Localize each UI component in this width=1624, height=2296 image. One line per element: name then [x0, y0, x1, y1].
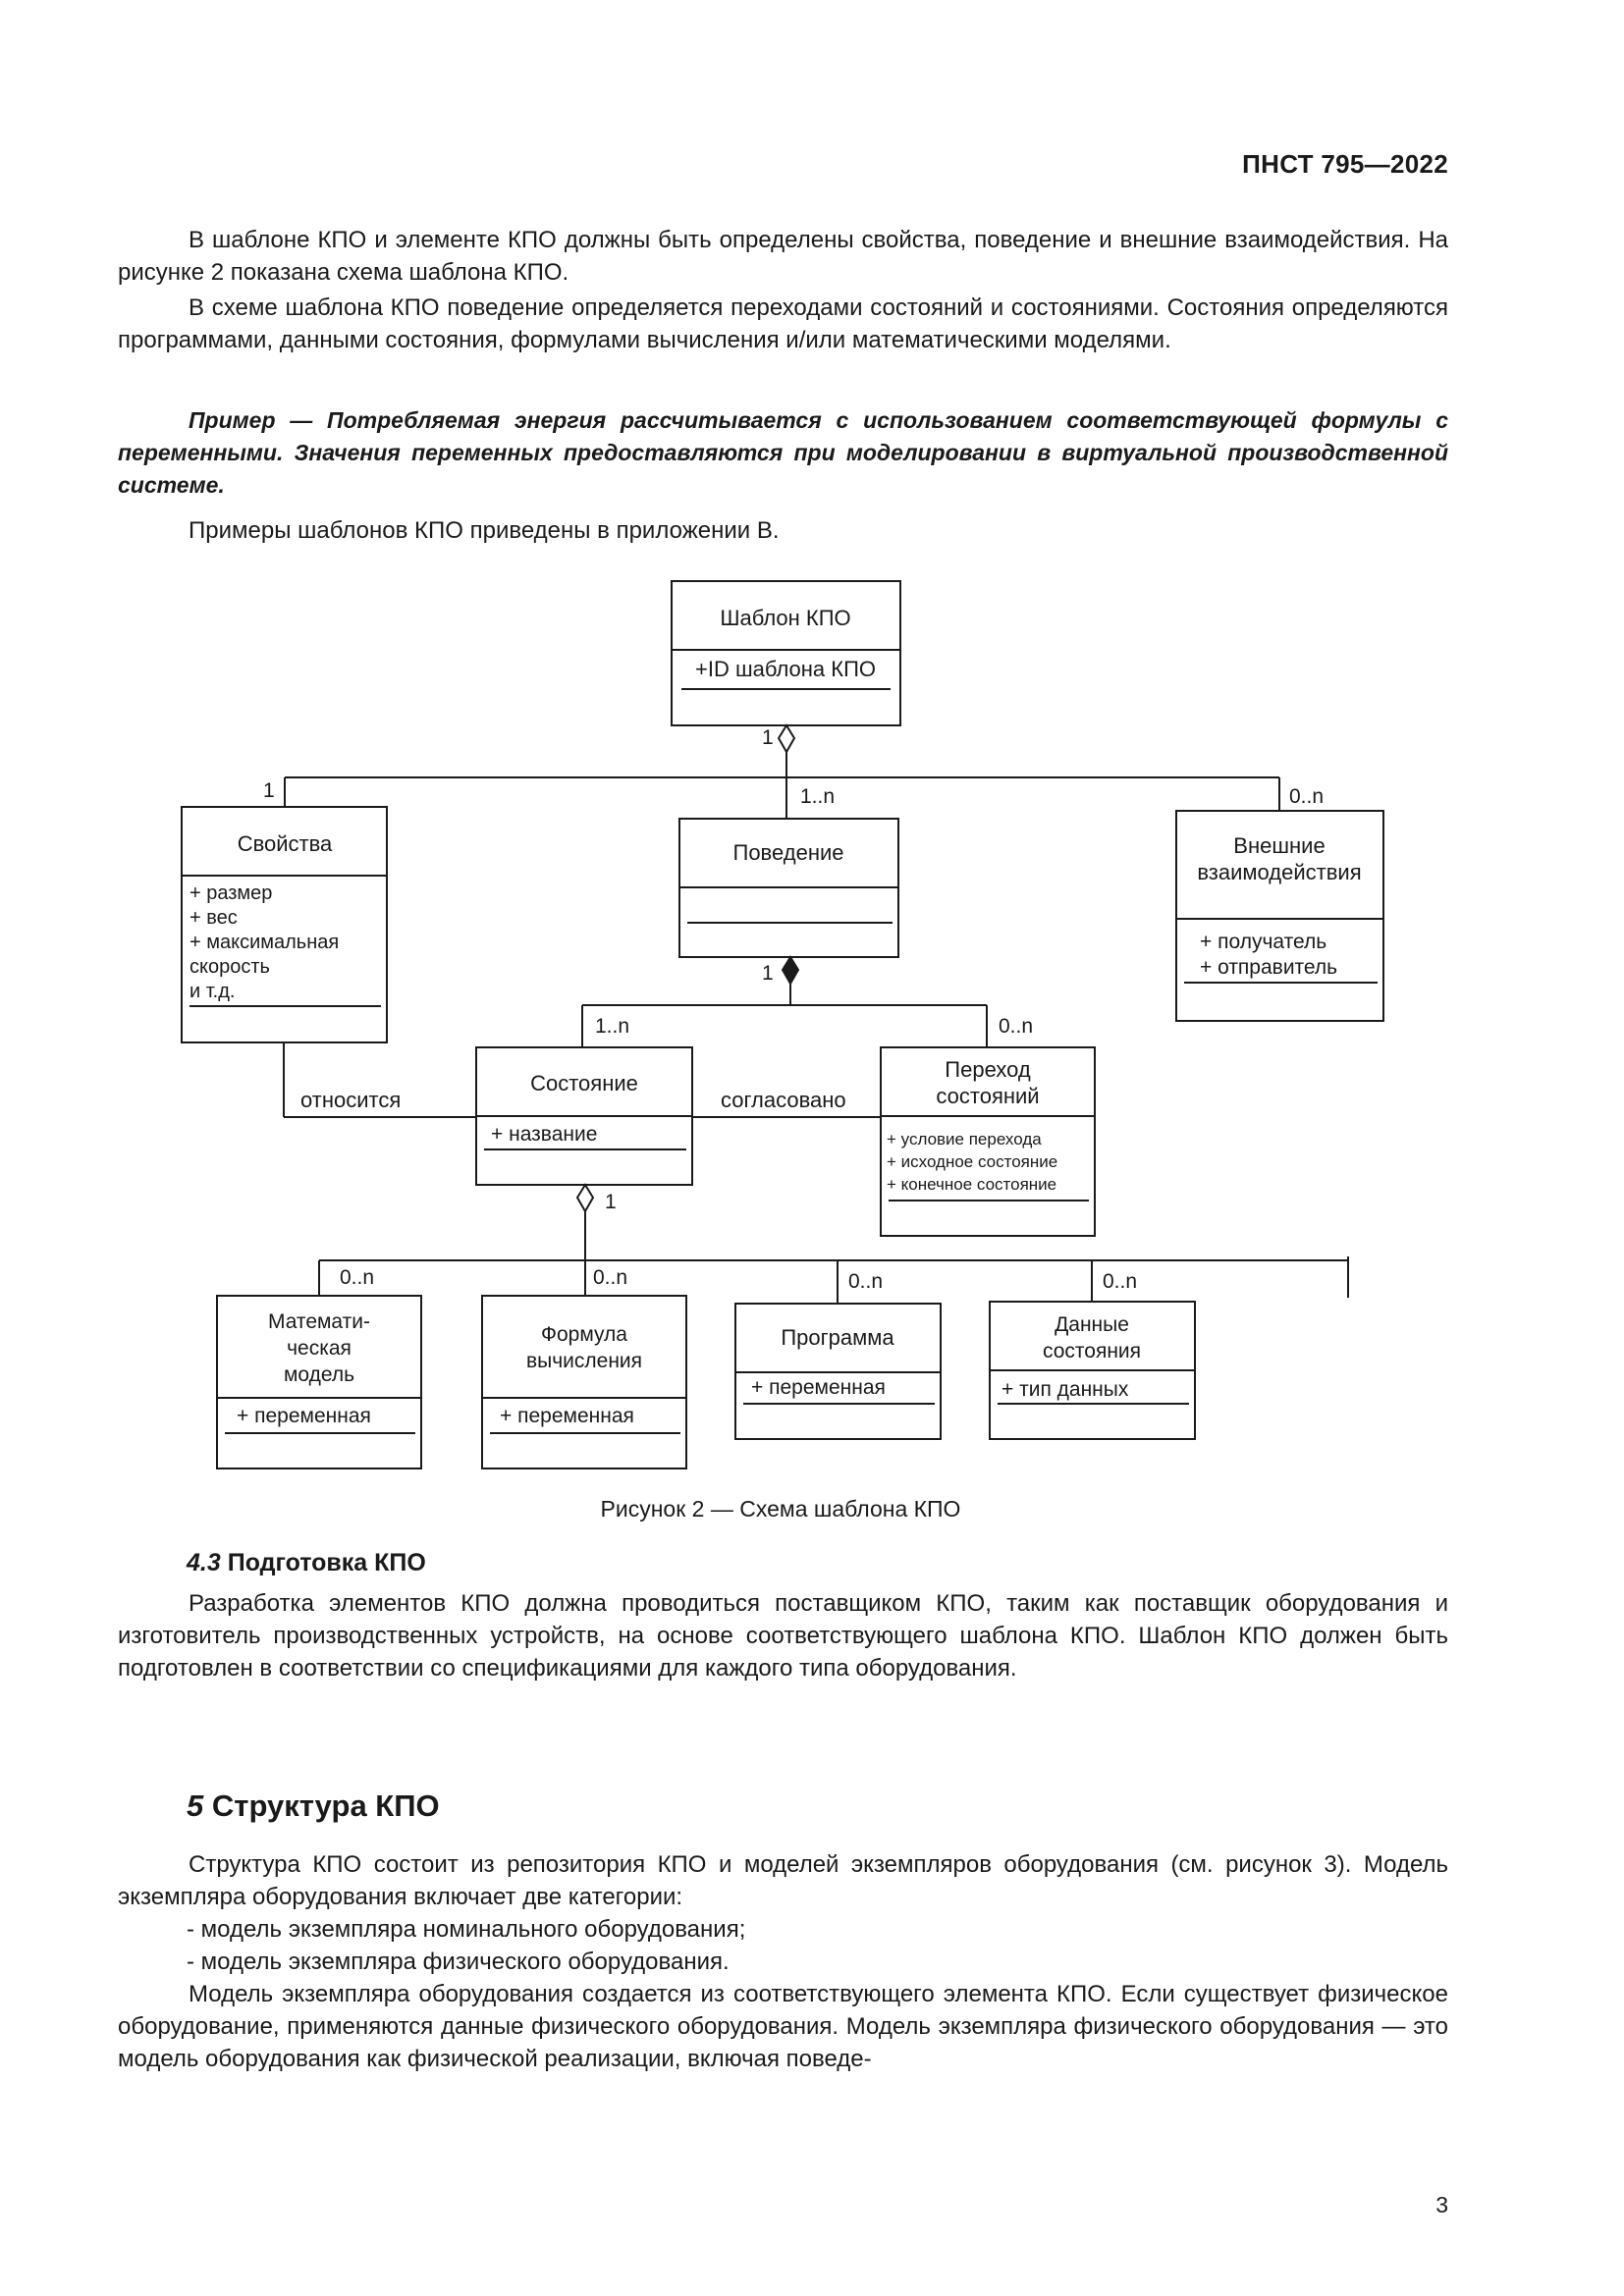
kpo-template-diagram: Шаблон КПО +ID шаблона КПО Свойства + ра…	[181, 580, 1384, 1469]
properties-attr: + размер	[189, 882, 272, 904]
multiplicity-label: 0..n	[340, 1266, 374, 1289]
external-attr: + получатель	[1200, 931, 1326, 953]
composition-diamond-behavior	[781, 955, 800, 987]
properties-attr: скорость	[189, 956, 270, 978]
multiplicity-label: 0..n	[593, 1266, 627, 1289]
multiplicity-label: 1	[263, 779, 275, 802]
math-model-title: ческая	[287, 1337, 352, 1360]
formula-title: Формула	[541, 1323, 627, 1346]
external-title: Внешние	[1233, 833, 1325, 858]
behavior-title: Поведение	[733, 840, 844, 865]
relation-label-agreed: согласовано	[721, 1088, 846, 1112]
multiplicity-label: 0..n	[999, 1015, 1033, 1038]
section-heading-4-3: 4.3 Подготовка КПО	[187, 1549, 426, 1577]
multiplicity-label: 0..n	[1289, 785, 1324, 808]
section-heading-5: 5 Структура КПО	[187, 1789, 440, 1824]
multiplicity-label: 1	[762, 726, 774, 749]
relation-label-relates: относится	[300, 1088, 401, 1112]
multiplicity-label: 0..n	[1103, 1270, 1137, 1293]
paragraph-behavior: В схеме шаблона КПО поведение определяет…	[118, 294, 1448, 353]
aggregation-diamond-template	[777, 723, 796, 755]
external-title: взаимодействия	[1197, 860, 1361, 884]
formula-title: вычисления	[526, 1350, 642, 1372]
properties-attr: + максимальная	[189, 932, 339, 953]
section-title: Подготовка КПО	[227, 1549, 426, 1576]
section-title: Структура КПО	[211, 1789, 440, 1823]
multiplicity-label: 1	[605, 1191, 617, 1213]
transition-attr: + исходное состояние	[887, 1152, 1057, 1171]
properties-attr: + вес	[189, 907, 238, 929]
paragraph-instance-model: Модель экземпляра оборудования создается…	[118, 1981, 1448, 2072]
state-attr: + название	[491, 1123, 597, 1146]
example-note: Пример — Потребляемая энергия рассчитыва…	[118, 407, 1448, 498]
math-model-attr: + переменная	[237, 1405, 371, 1427]
list-item: - модель экземпляра номинального оборудо…	[187, 1916, 746, 1943]
paragraph-examples-ref: Примеры шаблонов КПО приведены в приложе…	[189, 517, 780, 544]
state-title: Состояние	[530, 1071, 638, 1095]
paragraph-intro: В шаблоне КПО и элементе КПО должны быть…	[118, 227, 1448, 286]
multiplicity-label: 1..n	[800, 785, 835, 808]
formula-box	[481, 1295, 687, 1469]
multiplicity-label: 1	[762, 962, 774, 985]
external-attr: + отправитель	[1200, 956, 1337, 979]
page-number: 3	[1435, 2192, 1448, 2217]
template-box	[671, 580, 901, 726]
list-item: - модель экземпляра физического оборудов…	[187, 1949, 730, 1975]
transition-attr: + условие перехода	[887, 1130, 1042, 1148]
paragraph-structure: Структура КПО состоит из репозитория КПО…	[118, 1851, 1448, 1910]
transition-title: Переход	[945, 1057, 1031, 1082]
aggregation-diamond-state	[575, 1183, 595, 1214]
program-title: Программа	[781, 1325, 894, 1350]
state-data-title: Данные	[1055, 1313, 1129, 1336]
transition-title: состояний	[936, 1084, 1039, 1108]
properties-title: Свойства	[238, 831, 333, 856]
math-model-title: Математи-	[268, 1310, 370, 1333]
transition-attr: + конечное состояние	[887, 1175, 1056, 1194]
state-data-attr: + тип данных	[1001, 1378, 1129, 1401]
math-model-title: модель	[284, 1363, 354, 1386]
paragraph-preparation: Разработка элементов КПО должна проводит…	[118, 1590, 1448, 1682]
section-number: 5	[187, 1789, 204, 1823]
template-title: Шаблон КПО	[720, 606, 850, 630]
state-data-title: состояния	[1043, 1340, 1141, 1362]
properties-attr: и т.д.	[189, 981, 235, 1002]
multiplicity-label: 1..n	[595, 1015, 629, 1038]
figure-caption: Рисунок 2 — Схема шаблона КПО	[600, 1496, 961, 1522]
multiplicity-label: 0..n	[848, 1270, 883, 1293]
section-number: 4.3	[187, 1549, 221, 1576]
formula-attr: + переменная	[500, 1405, 634, 1427]
template-attr: +ID шаблона КПО	[695, 657, 876, 681]
program-attr: + переменная	[751, 1376, 886, 1399]
document-code: ПНСТ 795—2022	[1242, 149, 1448, 179]
